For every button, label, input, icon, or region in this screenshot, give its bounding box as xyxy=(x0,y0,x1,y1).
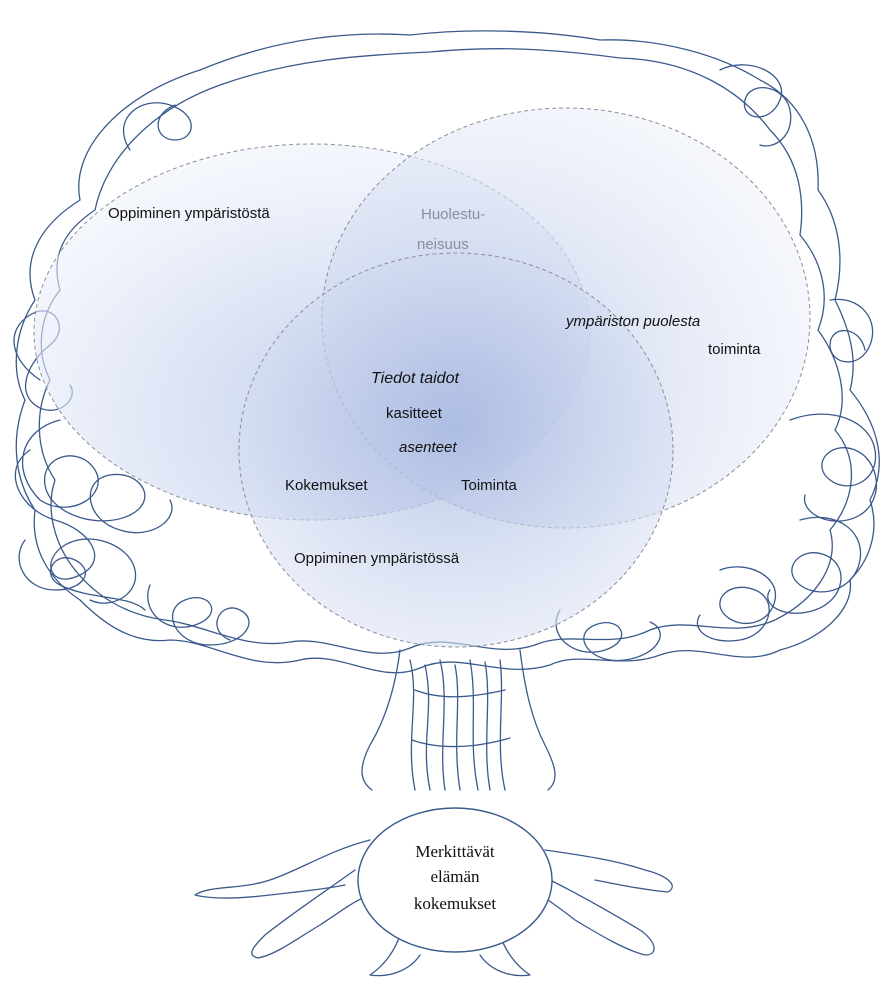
label-ympariston-puolesta-line1: ympäriston puolesta xyxy=(565,313,700,330)
trunk-fibers xyxy=(409,659,511,791)
crown-left-tangle xyxy=(14,419,173,604)
label-center-line3: asenteet xyxy=(399,439,457,456)
roots-label-line1: Merkittävät xyxy=(415,842,495,861)
root-left xyxy=(194,839,371,959)
crown-outline-1 xyxy=(15,30,880,674)
label-oppiminen-ymparistosta: Oppiminen ympäristöstä xyxy=(108,205,270,222)
root-middle xyxy=(369,934,531,977)
label-concern-line1: Huolestu- xyxy=(421,206,485,223)
crown-outline-2 xyxy=(38,48,853,654)
trunk-left-edge xyxy=(361,649,401,791)
tree-crown-scribble xyxy=(13,30,880,674)
label-concern-line2: neisuus xyxy=(417,236,469,253)
crown-top-tangle xyxy=(123,64,792,151)
label-center-line1: Tiedot taidot xyxy=(371,370,459,387)
circle-oppiminen-ymparistossa xyxy=(238,252,674,648)
label-oppiminen-ymparistossa: Oppiminen ympäristössä xyxy=(294,550,460,567)
label-ympariston-puolesta-line2: toiminta xyxy=(708,341,761,358)
crown-right-tangle-2 xyxy=(696,298,874,642)
venn-circles xyxy=(33,107,811,648)
roots-label-line3: kokemukset xyxy=(414,894,496,913)
label-kokemukset: Kokemukset xyxy=(285,477,368,494)
label-center-line2: kasitteet xyxy=(386,405,443,422)
diagram-labels: Oppiminen ympäristöstä Huolestu- neisuus… xyxy=(108,205,761,913)
crown-right-tangle xyxy=(767,413,877,614)
roots-label-line2: elämän xyxy=(430,867,480,886)
trunk-right-edge xyxy=(519,649,556,791)
roots-ellipse xyxy=(357,807,553,953)
tree-roots xyxy=(194,839,673,977)
tree-trunk xyxy=(361,649,556,791)
root-right xyxy=(544,849,673,956)
label-toiminta: Toiminta xyxy=(461,477,518,494)
crown-bottom-tangle xyxy=(147,584,661,662)
